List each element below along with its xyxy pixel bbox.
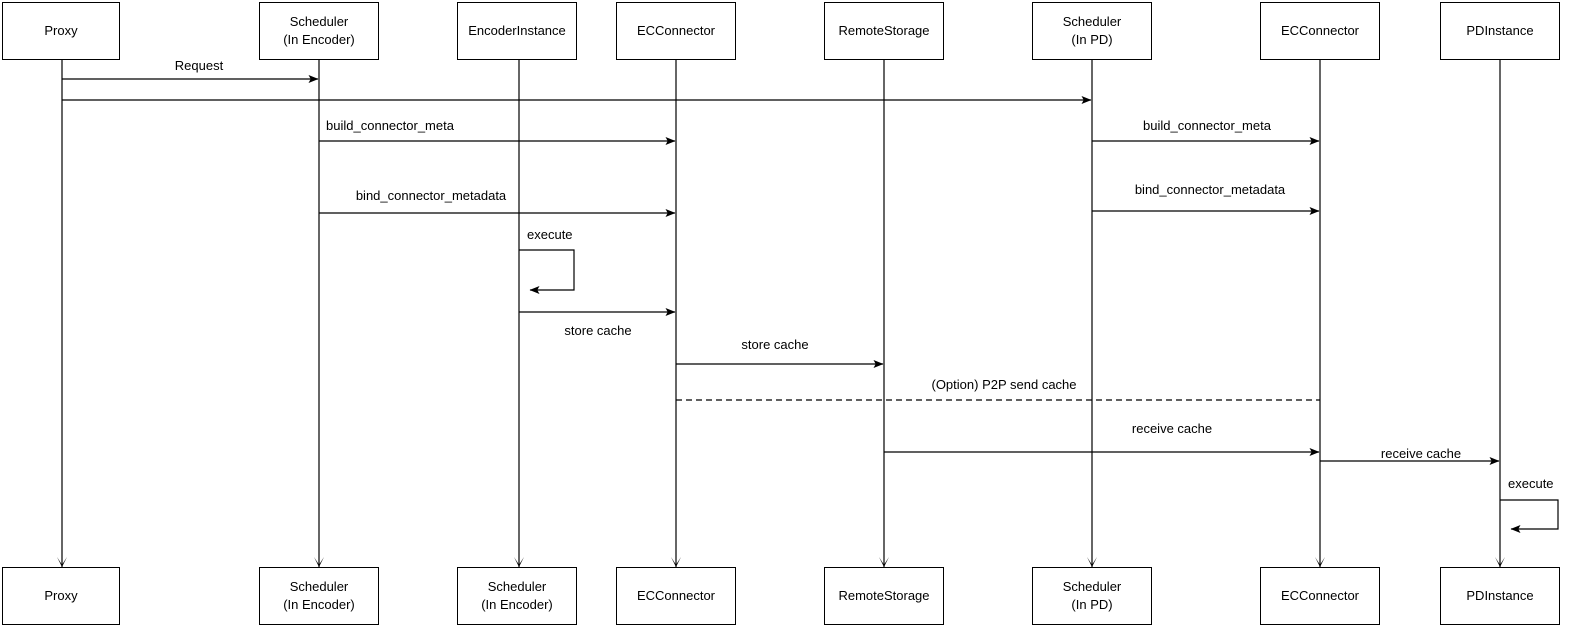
participant-box-pd-instance-footer: PDInstance (1440, 567, 1560, 625)
participant-box-scheduler-encoder-footer: Scheduler (In Encoder) (259, 567, 379, 625)
lifeline-arrowhead-ec-connector-enc (671, 557, 681, 567)
participant-label-pd-instance: PDInstance (1466, 23, 1534, 39)
message-selfloop-m13 (1500, 499, 1559, 533)
participant-box-pd-instance: PDInstance (1440, 2, 1560, 60)
participant-label-remote-storage-footer: RemoteStorage (838, 588, 930, 604)
participant-label-proxy: Proxy (44, 23, 78, 39)
participant-label-remote-storage: RemoteStorage (838, 23, 930, 39)
participant-box-scheduler-encoder: Scheduler (In Encoder) (259, 2, 379, 60)
participant-label-ec-connector-pd: ECConnector (1280, 23, 1360, 39)
participant-label-proxy-footer: Proxy (44, 588, 78, 604)
participant-box-ec-connector-pd: ECConnector (1260, 2, 1380, 60)
message-label-m8: store cache (564, 323, 632, 338)
participant-box-scheduler-pd: Scheduler (In PD) (1032, 2, 1152, 60)
participant-box-encoder-instance: EncoderInstance (457, 2, 577, 60)
message-label-m5: bind_connector_metadata (1134, 182, 1286, 197)
message-label-m9: store cache (741, 337, 809, 352)
message-selfloop-m7 (519, 249, 575, 294)
participant-label-ec-connector-enc: ECConnector (636, 23, 716, 39)
message-label-m4: build_connector_meta (1143, 118, 1271, 133)
lifeline-arrowhead-scheduler-pd (1087, 557, 1097, 567)
participant-label-scheduler-encoder: Scheduler (In Encoder) (283, 14, 355, 47)
participant-box-ec-connector-pd-footer: ECConnector (1260, 567, 1380, 625)
participant-label-ec-connector-pd-footer: ECConnector (1280, 588, 1360, 604)
message-label-m10: (Option) P2P send cache (931, 377, 1077, 392)
lifeline-arrowhead-encoder-instance (514, 557, 524, 567)
message-label-m7: execute (527, 227, 573, 242)
message-label-m13: execute (1508, 476, 1554, 491)
lifelines-group (57, 60, 1505, 567)
participant-label-scheduler-pd-footer: Scheduler (In PD) (1062, 579, 1122, 612)
participant-label-ec-connector-enc-footer: ECConnector (636, 588, 716, 604)
participant-label-scheduler-pd: Scheduler (In PD) (1062, 14, 1122, 47)
participant-label-pd-instance-footer: PDInstance (1466, 588, 1534, 604)
message-label-m1: Request (174, 58, 224, 73)
participant-box-encoder-instance-footer: Scheduler (In Encoder) (457, 567, 577, 625)
participant-box-proxy: Proxy (2, 2, 120, 60)
participant-box-ec-connector-enc: ECConnector (616, 2, 736, 60)
lifeline-arrowhead-remote-storage (879, 557, 889, 567)
participant-label-scheduler-encoder-footer: Scheduler (In Encoder) (283, 579, 355, 612)
lifeline-arrowhead-pd-instance (1495, 557, 1505, 567)
lifeline-arrowhead-ec-connector-pd (1315, 557, 1325, 567)
lifeline-arrowhead-proxy (57, 557, 67, 567)
message-label-m12: receive cache (1380, 446, 1462, 461)
participant-box-remote-storage: RemoteStorage (824, 2, 944, 60)
participant-box-remote-storage-footer: RemoteStorage (824, 567, 944, 625)
message-label-m6: bind_connector_metadata (355, 188, 507, 203)
participant-box-proxy-footer: Proxy (2, 567, 120, 625)
lifeline-arrowhead-scheduler-encoder (314, 557, 324, 567)
participant-label-encoder-instance-footer: Scheduler (In Encoder) (481, 579, 553, 612)
participant-box-ec-connector-enc-footer: ECConnector (616, 567, 736, 625)
message-label-m3: build_connector_meta (326, 118, 454, 133)
participant-box-scheduler-pd-footer: Scheduler (In PD) (1032, 567, 1152, 625)
messages-group (62, 75, 1559, 533)
participant-label-encoder-instance: EncoderInstance (468, 23, 566, 39)
message-label-m11: receive cache (1131, 421, 1213, 436)
